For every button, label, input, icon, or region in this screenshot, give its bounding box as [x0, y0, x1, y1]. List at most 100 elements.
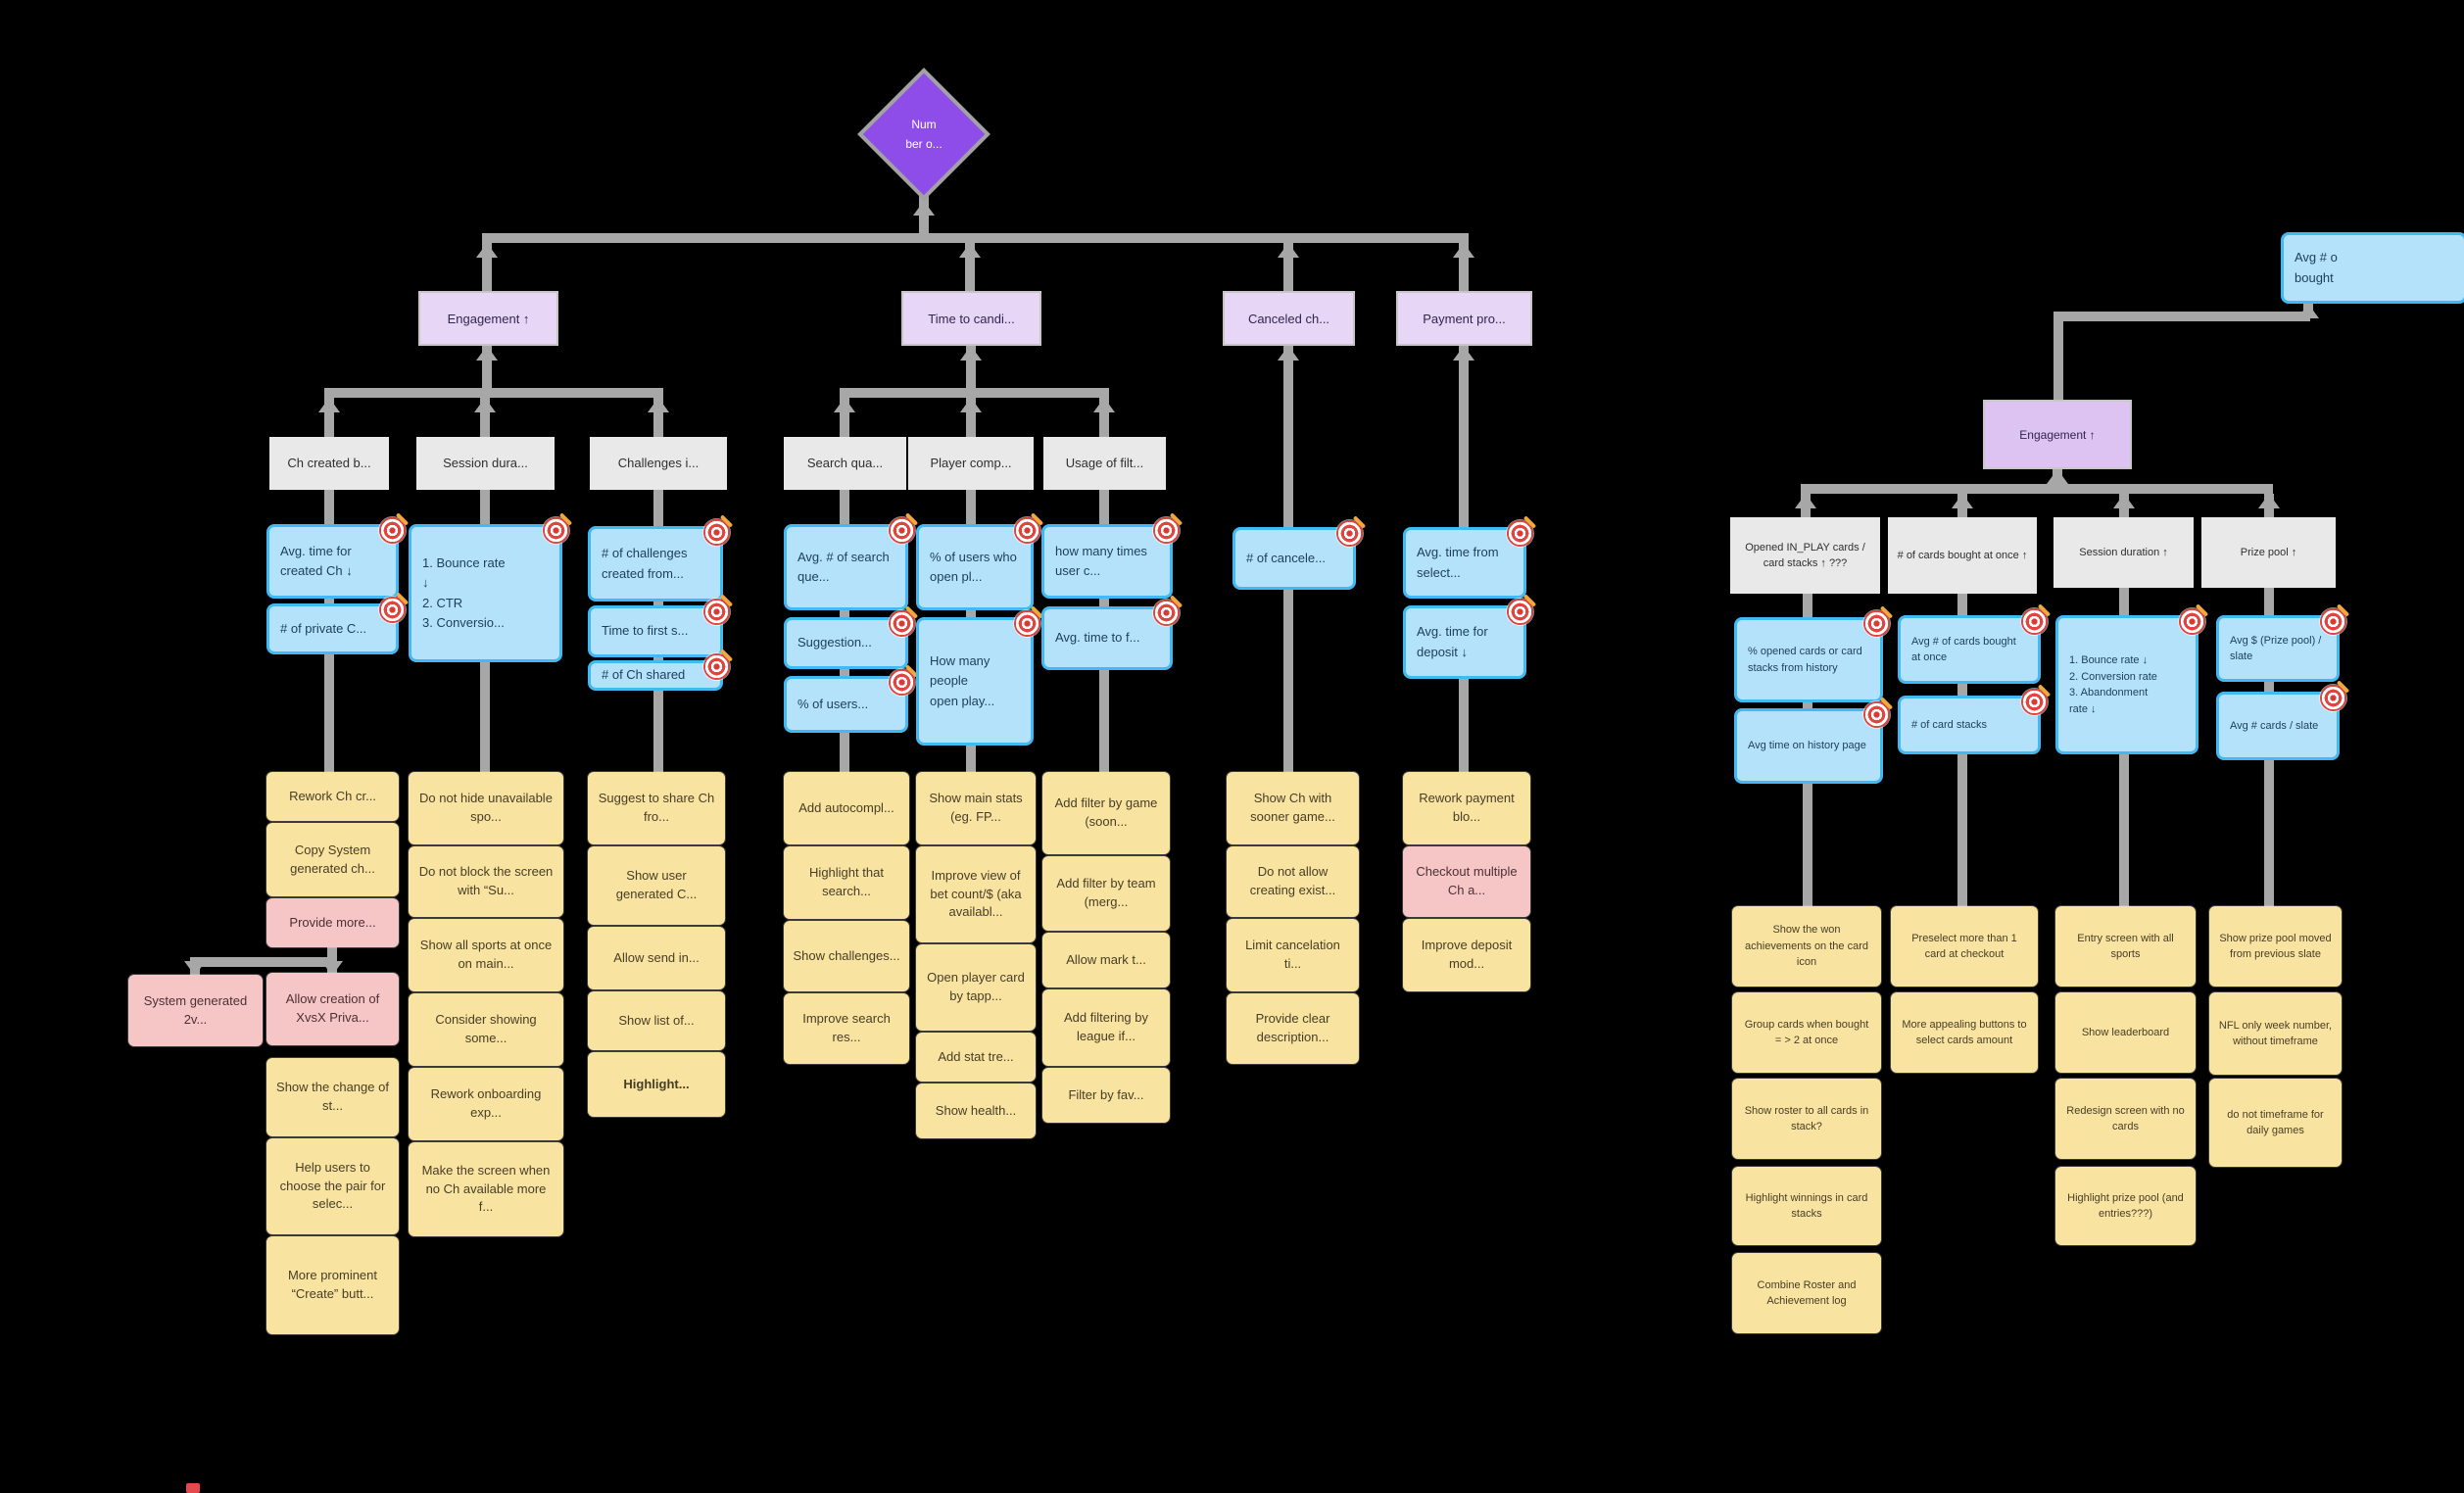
- branch-payment-process[interactable]: Payment pro...: [1396, 291, 1532, 346]
- metric-card[interactable]: 1. Bounce rate ↓ 2. CTR 3. Conversio...: [409, 517, 569, 662]
- idea-sticky-note[interactable]: Show prize pool moved from previous slat…: [2209, 906, 2342, 987]
- idea-sticky-note[interactable]: Open player card by tapp...: [916, 944, 1036, 1031]
- category-usage-of-filters[interactable]: Usage of filt...: [1043, 437, 1166, 490]
- branch-engagement[interactable]: Engagement ↑: [418, 291, 558, 346]
- target-dart-emoji-icon: [2021, 608, 2048, 635]
- idea-sticky-note[interactable]: Add autocompl...: [784, 772, 909, 844]
- idea-sticky-note[interactable]: Redesign screen with no cards: [2055, 1079, 2196, 1159]
- metric-card[interactable]: Time to first s...: [588, 599, 730, 657]
- idea-sticky-note[interactable]: Help users to choose the pair for selec.…: [266, 1138, 399, 1234]
- idea-sticky-note[interactable]: Provide clear description...: [1227, 993, 1359, 1064]
- idea-sticky-note[interactable]: Show health...: [916, 1084, 1036, 1138]
- risk-sticky-note[interactable]: Provide more...: [266, 898, 399, 947]
- idea-sticky-note[interactable]: Rework onboarding exp...: [409, 1068, 563, 1140]
- category-player-comparison[interactable]: Player comp...: [908, 437, 1034, 490]
- metric-card[interactable]: # of cancele...: [1232, 520, 1363, 590]
- idea-sticky-note[interactable]: Do not block the screen with “Su...: [409, 846, 563, 917]
- metric-card[interactable]: Suggestion...: [784, 610, 915, 669]
- idea-sticky-note[interactable]: Entry screen with all sports: [2055, 906, 2196, 987]
- metric-card[interactable]: 1. Bounce rate ↓ 2. Conversion rate 3. A…: [2055, 608, 2205, 754]
- idea-sticky-note[interactable]: Combine Roster and Achievement log: [1732, 1253, 1881, 1333]
- root-node-label[interactable]: Num ber o...: [905, 117, 942, 151]
- metric-card[interactable]: How many people open play...: [916, 610, 1040, 746]
- idea-sticky-note[interactable]: Show Ch with sooner game...: [1227, 772, 1359, 844]
- idea-sticky-note[interactable]: Make the screen when no Ch available mor…: [409, 1142, 563, 1236]
- branch-time-to-candidates[interactable]: Time to candi...: [901, 291, 1041, 346]
- idea-sticky-note[interactable]: Show list of...: [588, 991, 725, 1050]
- idea-sticky-note[interactable]: Improve deposit mod...: [1403, 919, 1530, 991]
- category-prize-pool[interactable]: Prize pool ↑: [2201, 517, 2336, 588]
- idea-sticky-note[interactable]: Improve search res...: [784, 993, 909, 1064]
- metric-card[interactable]: % of users who open pl...: [916, 517, 1040, 610]
- idea-sticky-note[interactable]: Limit cancelation ti...: [1227, 919, 1359, 991]
- idea-sticky-note[interactable]: Filter by fav...: [1042, 1068, 1170, 1123]
- idea-sticky-note[interactable]: Consider showing some...: [409, 993, 563, 1066]
- branch-canceled-challenges[interactable]: Canceled ch...: [1223, 291, 1355, 346]
- idea-sticky-note[interactable]: Add filter by game (soon...: [1042, 772, 1170, 854]
- idea-sticky-note[interactable]: Highlight winnings in card stacks: [1732, 1167, 1881, 1245]
- idea-sticky-note[interactable]: Show challenges...: [784, 921, 909, 991]
- category-search-quality[interactable]: Search qua...: [784, 437, 906, 490]
- category-ch-created[interactable]: Ch created b...: [269, 437, 389, 490]
- metric-root-right[interactable]: Avg # o bought: [2281, 232, 2464, 304]
- metric-card[interactable]: % of users...: [784, 669, 915, 733]
- idea-sticky-note[interactable]: Show the won achievements on the card ic…: [1732, 906, 1881, 987]
- risk-sticky-note[interactable]: Allow creation of XvsX Priva...: [266, 973, 399, 1045]
- connector-arrowhead: [834, 398, 855, 412]
- target-dart-emoji-icon: [889, 610, 915, 637]
- metric-card[interactable]: Avg. # of search que...: [784, 517, 915, 610]
- connector-line: [1283, 590, 1293, 772]
- category-cards-bought[interactable]: # of cards bought at once ↑: [1888, 517, 2037, 594]
- metric-card[interactable]: Avg $ (Prize pool) / slate: [2216, 608, 2346, 682]
- metric-card[interactable]: # of private C...: [266, 597, 406, 654]
- metric-card[interactable]: Avg. time for created Ch ↓: [266, 517, 406, 599]
- category-session-duration-right[interactable]: Session duration ↑: [2053, 517, 2194, 588]
- idea-sticky-note[interactable]: Suggest to share Ch fro...: [588, 772, 725, 844]
- idea-sticky-note[interactable]: Do not allow creating exist...: [1227, 846, 1359, 917]
- idea-sticky-note[interactable]: Group cards when bought = > 2 at once: [1732, 992, 1881, 1073]
- idea-sticky-note[interactable]: Show user generated C...: [588, 846, 725, 925]
- idea-sticky-note[interactable]: Highlight that search...: [784, 846, 909, 919]
- idea-sticky-note[interactable]: Highlight...: [588, 1052, 725, 1117]
- idea-sticky-note[interactable]: do not timeframe for daily games: [2209, 1079, 2342, 1167]
- idea-sticky-note[interactable]: Highlight prize pool (and entries???): [2055, 1167, 2196, 1245]
- idea-sticky-note[interactable]: Show the change of st...: [266, 1058, 399, 1136]
- metric-card[interactable]: Avg. time from select...: [1403, 520, 1533, 599]
- idea-sticky-note[interactable]: Do not hide unavailable spo...: [409, 772, 563, 844]
- metric-card[interactable]: # of card stacks: [1898, 689, 2048, 754]
- idea-sticky-note[interactable]: More prominent “Create” butt...: [266, 1236, 399, 1334]
- idea-sticky-note[interactable]: Rework payment blo...: [1403, 772, 1530, 844]
- metric-card[interactable]: Avg # cards / slate: [2216, 685, 2346, 760]
- metric-card[interactable]: Avg. time to f...: [1041, 600, 1180, 670]
- idea-sticky-note[interactable]: NFL only week number, without timeframe: [2209, 992, 2342, 1075]
- risk-sticky-note[interactable]: System generated 2v...: [128, 975, 263, 1046]
- idea-sticky-note[interactable]: Copy System generated ch...: [266, 823, 399, 896]
- metric-card[interactable]: # of challenges created from...: [588, 519, 730, 602]
- connector-line: [1459, 679, 1469, 772]
- metric-card[interactable]: how many times user c...: [1041, 517, 1180, 599]
- idea-sticky-note[interactable]: Show main stats (eg. FP...: [916, 772, 1036, 844]
- idea-sticky-note[interactable]: Allow mark t...: [1042, 933, 1170, 987]
- category-session-duration[interactable]: Session dura...: [416, 437, 555, 490]
- metric-card[interactable]: # of Ch shared: [588, 653, 730, 691]
- category-opened-inplay[interactable]: Opened IN_PLAY cards / card stacks ↑ ???: [1730, 517, 1880, 594]
- idea-sticky-note[interactable]: Preselect more than 1 card at checkout: [1891, 906, 2038, 987]
- idea-sticky-note[interactable]: Show all sports at once on main...: [409, 919, 563, 991]
- metric-card[interactable]: Avg time on history page: [1734, 701, 1890, 784]
- metric-card[interactable]: Avg. time for deposit ↓: [1403, 599, 1533, 679]
- idea-sticky-note[interactable]: Show roster to all cards in stack?: [1732, 1079, 1881, 1159]
- metric-card[interactable]: % opened cards or card stacks from histo…: [1734, 610, 1890, 702]
- idea-sticky-note[interactable]: Show leaderboard: [2055, 992, 2196, 1073]
- idea-sticky-note[interactable]: Improve view of bet count/$ (aka availab…: [916, 846, 1036, 942]
- metric-card[interactable]: Avg # of cards bought at once: [1898, 608, 2048, 684]
- idea-sticky-note[interactable]: More appealing buttons to select cards a…: [1891, 992, 2038, 1073]
- idea-sticky-note[interactable]: Allow send in...: [588, 927, 725, 989]
- idea-sticky-note[interactable]: Add filtering by league if...: [1042, 989, 1170, 1066]
- idea-sticky-note[interactable]: Add filter by team (merg...: [1042, 856, 1170, 931]
- risk-sticky-note[interactable]: Checkout multiple Ch a...: [1403, 846, 1530, 917]
- branch-engagement-right[interactable]: Engagement ↑: [1983, 400, 2132, 469]
- category-challenges[interactable]: Challenges i...: [590, 437, 727, 490]
- idea-sticky-note[interactable]: Rework Ch cr...: [266, 772, 399, 821]
- idea-sticky-note[interactable]: Add stat tre...: [916, 1033, 1036, 1082]
